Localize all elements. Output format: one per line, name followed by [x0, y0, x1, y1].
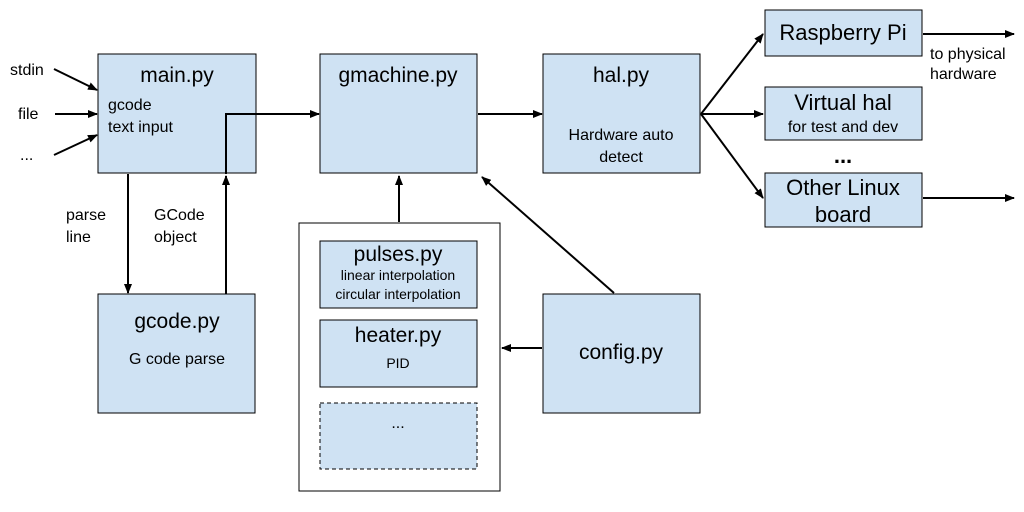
hal-py-node: hal.py Hardware auto detect — [542, 53, 701, 174]
config-py-title: config.py — [579, 341, 664, 364]
other-linux-board-line2: board — [815, 202, 871, 227]
physical-hardware-label-2: hardware — [930, 66, 997, 83]
heater-py-subtitle: PID — [386, 355, 409, 371]
main-py-line1: gcode — [108, 97, 152, 114]
gmachine-py-node: gmachine.py — [319, 53, 478, 174]
raspberry-pi-title: Raspberry Pi — [779, 20, 906, 45]
pulses-py-node: pulses.py linear interpolation circular … — [319, 240, 478, 309]
file-label: file — [18, 106, 39, 123]
gmachine-py-title: gmachine.py — [338, 64, 458, 87]
edge-config-to-gmachine — [481, 176, 615, 294]
pulses-py-title: pulses.py — [354, 243, 443, 266]
raspberry-pi-node: Raspberry Pi — [764, 9, 923, 57]
stdin-label: stdin — [10, 62, 44, 79]
gcode-object-label-1: GCode — [154, 207, 205, 224]
edge-main-to-gmachine — [225, 110, 320, 174]
virtual-hal-subtitle: for test and dev — [788, 119, 898, 136]
main-py-node: main.py gcode text input — [97, 53, 257, 174]
physical-hardware-label-1: to physical — [930, 46, 1006, 63]
other-linux-board-line1: Other Linux — [786, 175, 900, 200]
parse-line-label-1: parse — [66, 207, 106, 224]
heater-py-node: heater.py PID — [319, 319, 478, 388]
parse-line-label-2: line — [66, 229, 91, 246]
more-module-node: ... — [319, 402, 478, 470]
edge-hal-to-raspberry — [700, 33, 764, 115]
hal-py-title: hal.py — [593, 64, 650, 87]
heater-py-title: heater.py — [355, 324, 442, 347]
main-py-line2: text input — [108, 119, 173, 136]
config-py-node: config.py — [542, 293, 701, 414]
gcode-py-node: gcode.py G code parse — [97, 293, 256, 414]
hal-py-line2: detect — [599, 149, 643, 166]
gcode-py-title: gcode.py — [134, 310, 220, 333]
edge-hal-to-other-board — [700, 113, 764, 199]
edge-more-to-main — [53, 134, 98, 156]
gcode-py-subtitle: G code parse — [129, 351, 225, 368]
main-py-title: main.py — [140, 64, 214, 87]
gcode-object-label-2: object — [154, 229, 197, 246]
virtual-hal-node: Virtual hal for test and dev — [764, 86, 923, 141]
edge-stdin-to-main — [53, 68, 98, 91]
boards-ellipsis: ... — [834, 143, 852, 168]
virtual-hal-title: Virtual hal — [794, 90, 891, 115]
pulses-py-line1: linear interpolation — [341, 267, 455, 283]
other-linux-board-node: Other Linux board — [764, 172, 923, 228]
more-module-label: ... — [391, 415, 404, 432]
pulses-py-line2: circular interpolation — [335, 286, 460, 302]
hal-py-line1: Hardware auto — [569, 127, 674, 144]
more-inputs-label: ... — [20, 147, 33, 164]
